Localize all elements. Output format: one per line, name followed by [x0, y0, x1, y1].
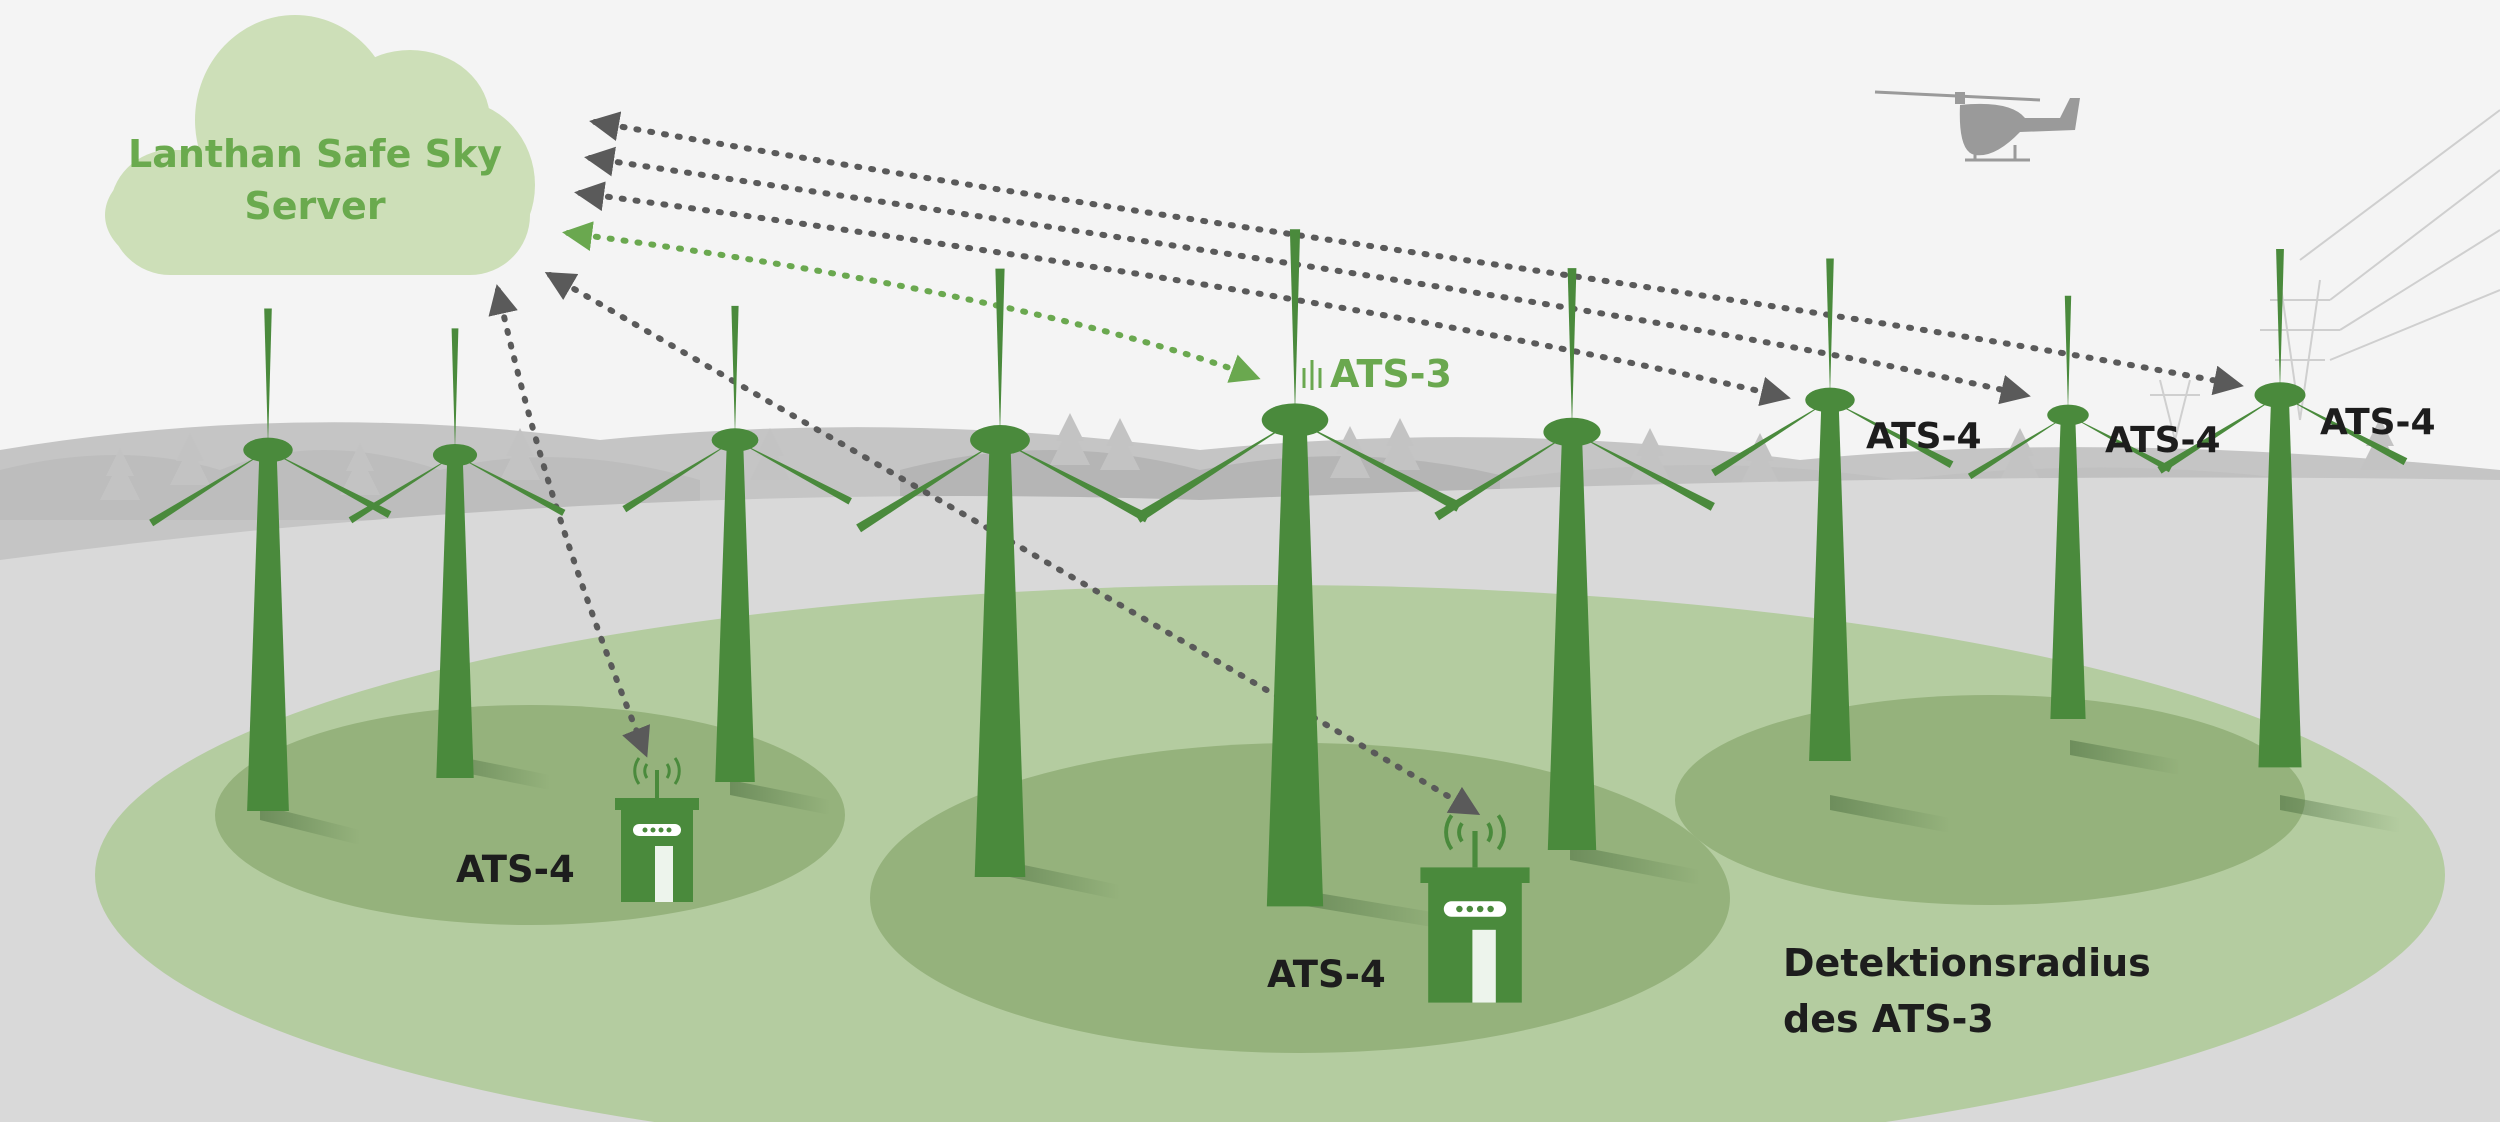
server-label-line2: Server [244, 184, 386, 228]
server-label: Lanthan Safe Sky Server [105, 128, 525, 232]
ats4-center-station-label: ATS-4 [1267, 953, 1386, 996]
detection-radius-label: Detektionsradius des ATS-3 [1783, 935, 2151, 1047]
cloud-icon [105, 15, 535, 275]
link-ats4-left-station [488, 284, 650, 758]
ats4-left-station-label: ATS-4 [456, 848, 575, 891]
ats3-antenna-icon [1302, 360, 1322, 390]
communication-links [488, 111, 2244, 816]
ats4-right-label-2: ATS-4 [2105, 420, 2221, 461]
detection-radius-line2: des ATS-3 [1783, 997, 1994, 1041]
ats4-right-label-1: ATS-4 [1866, 416, 1982, 457]
link-ats4-center-station [544, 271, 1481, 816]
server-label-line1: Lanthan Safe Sky [127, 132, 502, 176]
ats3-label: ATS-3 [1330, 352, 1452, 396]
ats4-right-label-3: ATS-4 [2320, 402, 2436, 443]
detection-zone-right [1675, 695, 2305, 905]
detection-radius-line1: Detektionsradius [1783, 941, 2151, 985]
